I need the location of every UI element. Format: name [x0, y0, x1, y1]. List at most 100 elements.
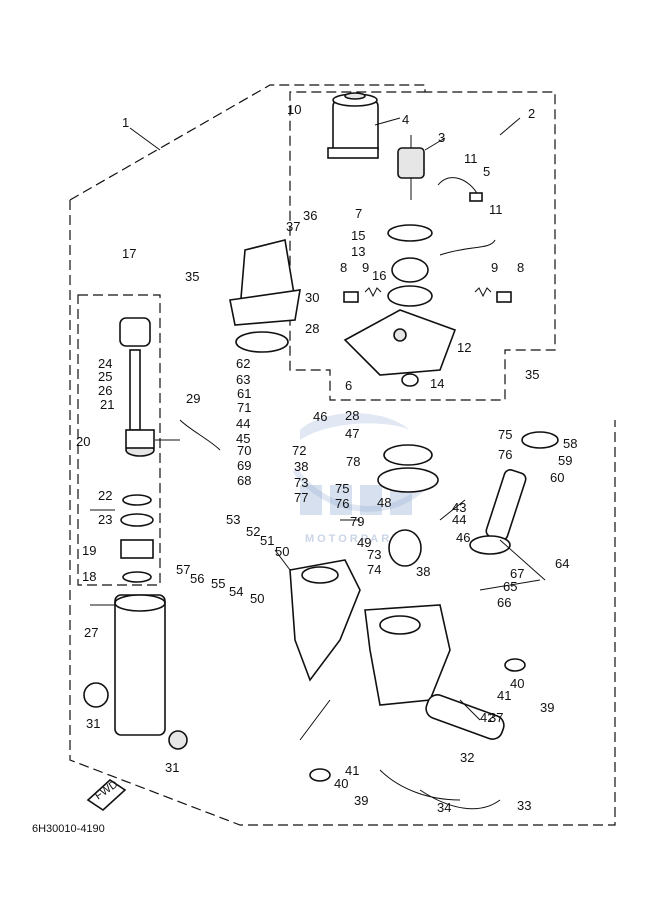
motor-housing — [327, 92, 379, 159]
callout: 17 — [122, 246, 136, 261]
callout: 58 — [563, 436, 577, 451]
callout: 40 — [334, 776, 348, 791]
callout: 73 — [367, 547, 381, 562]
callout: 61 — [237, 386, 251, 401]
callout: 67 — [510, 566, 524, 581]
callout: 36 — [303, 208, 317, 223]
callout: 15 — [351, 228, 365, 243]
callout: 30 — [305, 290, 319, 305]
callout: 46 — [456, 530, 470, 545]
callout: 39 — [354, 793, 368, 808]
callout: 59 — [558, 453, 572, 468]
callout: 6 — [345, 378, 352, 393]
brush-holder — [343, 177, 512, 303]
callout: 65 — [503, 579, 517, 594]
callout: 49 — [357, 535, 371, 550]
callout: 38 — [294, 459, 308, 474]
callout: 37 — [489, 710, 503, 725]
callout: 43 — [452, 500, 466, 515]
callout: 39 — [540, 700, 554, 715]
callout: 31 — [165, 760, 179, 775]
leader-lines — [90, 117, 546, 741]
callout: 57 — [176, 562, 190, 577]
callout: 26 — [98, 383, 112, 398]
group-boundaries — [69, 84, 616, 826]
callout: 69 — [237, 458, 251, 473]
callout: 73 — [294, 475, 308, 490]
callout: 75 — [498, 427, 512, 442]
callout: 21 — [100, 397, 114, 412]
callout: 51 — [260, 533, 274, 548]
callout: 66 — [497, 595, 511, 610]
callout: 45 — [236, 431, 250, 446]
callout: 9 — [491, 260, 498, 275]
callout: 35 — [525, 367, 539, 382]
callout: 31 — [86, 716, 100, 731]
tilt-cylinder — [83, 317, 188, 750]
callout: 24 — [98, 356, 112, 371]
callout: 1 — [122, 115, 129, 130]
callout: 60 — [550, 470, 564, 485]
callout: 25 — [98, 369, 112, 384]
fwd-arrow-icon: FWD — [86, 778, 127, 812]
callout: 41 — [345, 763, 359, 778]
callout: 44 — [236, 416, 250, 431]
callout: 72 — [292, 443, 306, 458]
callout: 46 — [313, 409, 327, 424]
manifold — [289, 431, 559, 740]
callout: 55 — [211, 576, 225, 591]
callout: 76 — [335, 496, 349, 511]
callout: 63 — [236, 372, 250, 387]
callout: 54 — [229, 584, 243, 599]
callout: 79 — [350, 514, 364, 529]
callout: 11 — [489, 202, 503, 217]
callout: 12 — [457, 340, 471, 355]
callout: 8 — [517, 260, 524, 275]
callout: 5 — [483, 164, 490, 179]
callout: 2 — [528, 106, 535, 121]
callout: 40 — [510, 676, 524, 691]
callout: 19 — [82, 543, 96, 558]
callout: 20 — [76, 434, 90, 449]
callout: 18 — [82, 569, 96, 584]
callout: 53 — [226, 512, 240, 527]
callout: 10 — [287, 102, 301, 117]
callout: 77 — [294, 490, 308, 505]
callout: 38 — [416, 564, 430, 579]
reservoir — [229, 239, 301, 353]
callout: 71 — [237, 400, 251, 415]
callout: 42 — [480, 710, 494, 725]
callout: 64 — [555, 556, 569, 571]
callout: 7 — [355, 206, 362, 221]
callout: 44 — [452, 512, 466, 527]
armature — [397, 135, 425, 200]
watermark-text: MOTORPARTS — [305, 533, 412, 545]
callout: 68 — [237, 473, 251, 488]
callout: 9 — [362, 260, 369, 275]
callout: 32 — [460, 750, 474, 765]
callout: 16 — [372, 268, 386, 283]
watermark-logo: MOTORPARTS — [292, 413, 433, 545]
pump-body — [343, 257, 457, 387]
callout: 28 — [345, 408, 359, 423]
callout: 4 — [402, 112, 409, 127]
callout: 50 — [275, 544, 289, 559]
callout: 76 — [498, 447, 512, 462]
callout: 34 — [437, 800, 451, 815]
callout: 8 — [340, 260, 347, 275]
callout: 33 — [517, 798, 531, 813]
callout: 75 — [335, 481, 349, 496]
callout: 47 — [345, 426, 359, 441]
callout: 37 — [286, 219, 300, 234]
callout: 48 — [377, 495, 391, 510]
callout: 13 — [351, 244, 365, 259]
callout: 52 — [246, 524, 260, 539]
callout: 74 — [367, 562, 381, 577]
callouts: 1 2 3 4 5 6 7 8 8 9 9 10 11 11 12 13 14 … — [76, 102, 577, 815]
callout: 56 — [190, 571, 204, 586]
callout: 29 — [186, 391, 200, 406]
diagram-code: 6H30010-4190 — [32, 823, 105, 835]
callout: 14 — [430, 376, 444, 391]
callout: 11 — [464, 151, 478, 166]
